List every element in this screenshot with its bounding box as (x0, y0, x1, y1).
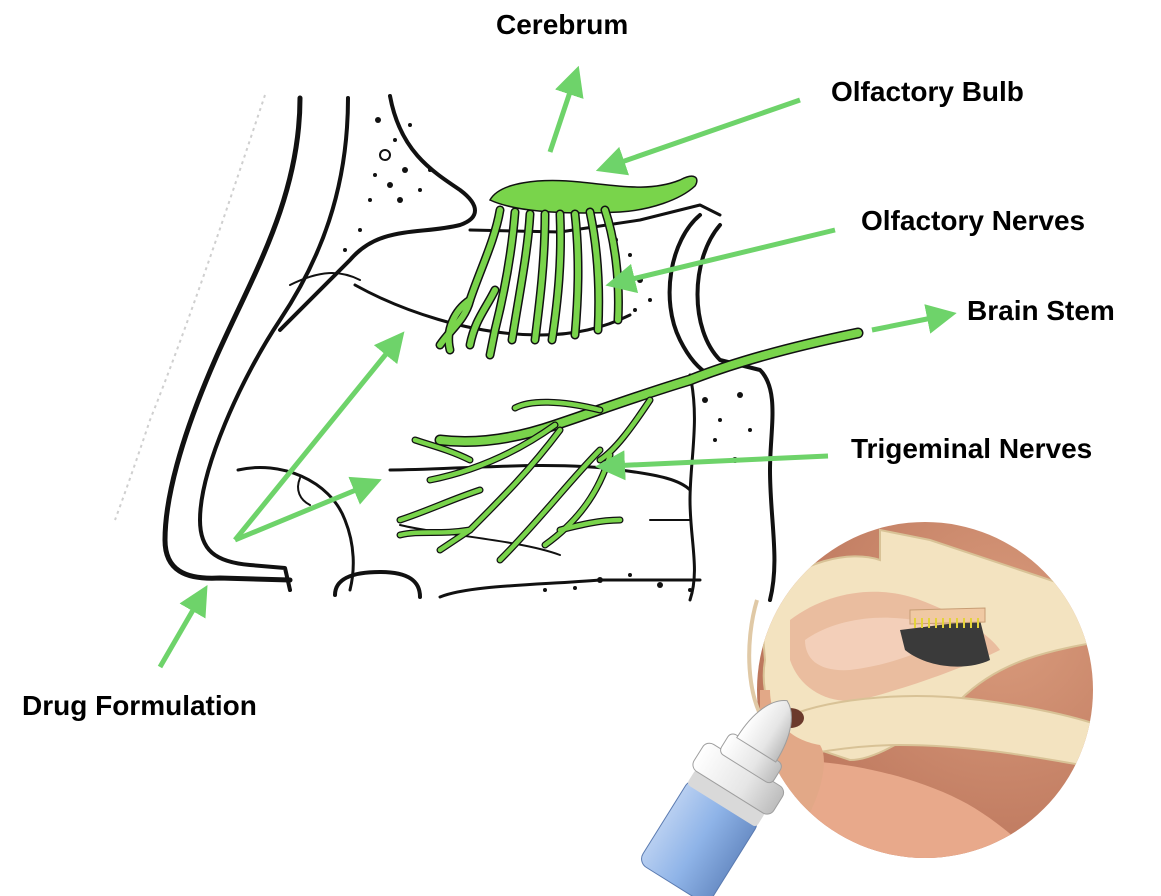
label-olfactory-bulb: Olfactory Bulb (831, 78, 1024, 106)
label-olfactory-nerves: Olfactory Nerves (861, 207, 1085, 235)
label-cerebrum: Cerebrum (496, 11, 628, 39)
label-trigeminal-nerves: Trigeminal Nerves (851, 435, 1092, 463)
label-drug-formulation: Drug Formulation (22, 692, 257, 720)
label-brain-stem: Brain Stem (967, 297, 1115, 325)
